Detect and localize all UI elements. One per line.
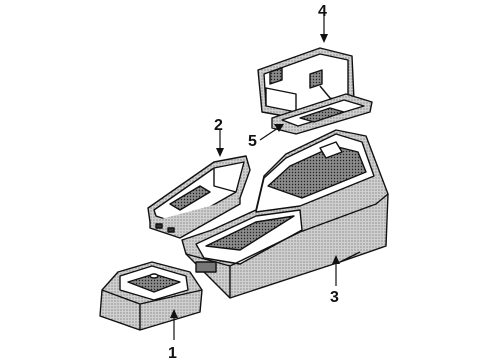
callout-label-1: 1 (168, 345, 177, 360)
callout-label-4: 4 (318, 3, 327, 20)
callout-label-2: 2 (214, 117, 223, 134)
part-2-armrest-lid (147, 155, 251, 239)
part-3-console-body (181, 129, 389, 299)
callout-label-5: 5 (248, 133, 257, 150)
leader-lines (170, 16, 340, 340)
part-5-base-plate (271, 93, 373, 135)
part-1-shift-base (99, 261, 203, 331)
callout-label-3: 3 (330, 289, 339, 306)
